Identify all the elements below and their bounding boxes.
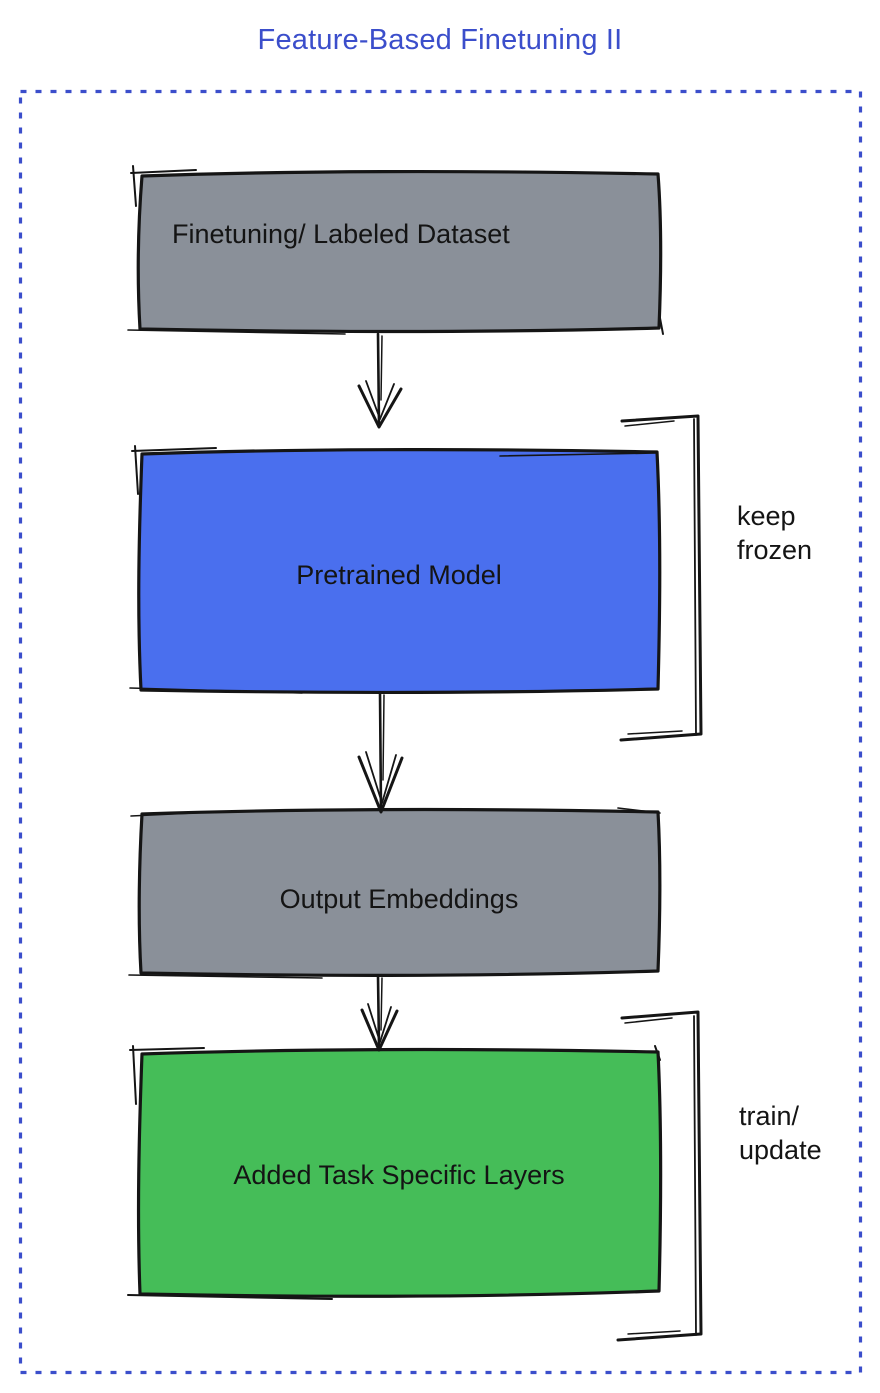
box-sketch-echo [499, 452, 657, 457]
arrow-stem-echo [382, 694, 385, 781]
arrow-stem [376, 974, 381, 1049]
box-sketch-echo [131, 447, 217, 452]
arrow-head [357, 755, 404, 814]
bracket-echo [627, 730, 683, 735]
pretrained-box-label: Pretrained Model [296, 560, 502, 590]
dataset-box-label: Finetuning/ Labeled Dataset [172, 219, 510, 249]
box-sketch-echo [132, 165, 137, 207]
arrow-head-echo [367, 1003, 392, 1043]
sketch-strokes [127, 165, 703, 1342]
bracket-path [616, 1010, 703, 1342]
embeddings-box-label: Output Embeddings [279, 884, 519, 914]
arrow-stem-echo [380, 977, 383, 1031]
arrow-embeddings-to-task-layers [360, 974, 399, 1052]
bracket-echo [627, 1330, 681, 1335]
box-sketch-echo [127, 1294, 333, 1300]
bracket-path [619, 414, 703, 742]
box-sketch-echo [129, 687, 303, 694]
dotted-frame [18, 89, 863, 1375]
arrow-dataset-to-pretrained [357, 332, 403, 429]
box-sketch-echo [130, 810, 237, 817]
arrow-stem-echo [380, 335, 383, 401]
arrow-head [360, 1008, 399, 1052]
task-layers-box-label: Added Task Specific Layers [233, 1160, 565, 1190]
box-sketch-echo [128, 974, 323, 979]
arrow-head [357, 384, 403, 429]
bracket-keep-frozen [619, 414, 703, 742]
box-sketch-echo [659, 317, 664, 335]
arrow-head-echo [365, 380, 395, 420]
task-layers-box-shape [136, 1048, 663, 1298]
bracket-train-update [616, 1010, 703, 1342]
box-sketch-echo [130, 169, 197, 174]
diagram-title: Feature-Based Finetuning II [257, 24, 623, 56]
box-sketch-echo [617, 807, 661, 814]
box-sketch-echo [129, 1047, 205, 1051]
bracket-echo [624, 420, 675, 427]
box-sketch-echo [132, 1045, 137, 1105]
arrow-head-echo [365, 751, 397, 804]
embeddings-box-shape [137, 808, 662, 977]
dataset-box-shape [136, 170, 663, 334]
arrow-stem [376, 332, 381, 427]
box-sketch-echo [127, 329, 346, 335]
arrow-pretrained-to-embeddings [357, 691, 404, 814]
train-update-label: train/ update [739, 1101, 822, 1165]
box-sketch-echo [134, 445, 139, 495]
bracket-echo [693, 418, 697, 736]
pretrained-box-shape [137, 448, 662, 695]
arrow-stem [378, 691, 383, 812]
box-sketch-echo [654, 1045, 661, 1061]
bracket-echo [693, 1015, 697, 1336]
keep-frozen-label: keep frozen [737, 501, 813, 565]
bracket-echo [624, 1017, 673, 1024]
